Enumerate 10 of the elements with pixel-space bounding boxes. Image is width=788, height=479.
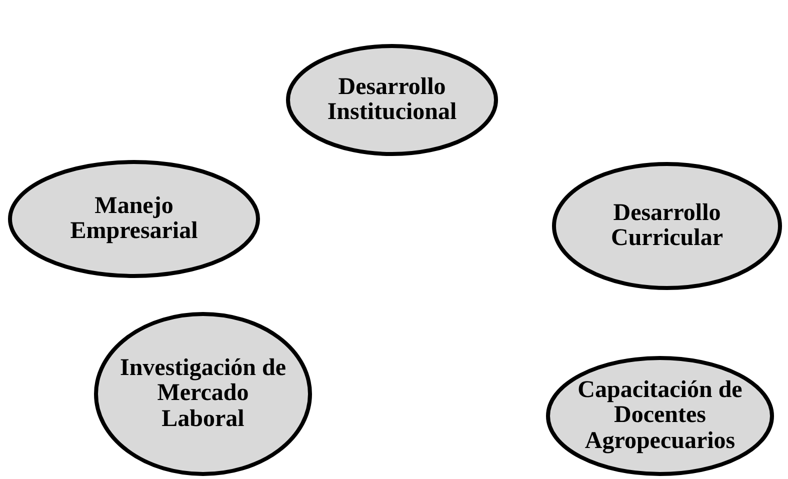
node-label: Manejo Empresarial: [69, 194, 199, 244]
node-label: Desarrollo Curricular: [610, 200, 724, 252]
ellipse-node: [94, 312, 312, 476]
ellipse-node: [8, 160, 260, 278]
ellipse-node: [286, 44, 498, 156]
node-label: Capacitación de Docentes Agropecuarios: [576, 378, 744, 454]
node-label: Investigación de Mercado Laboral: [118, 356, 287, 432]
ellipse-node: [552, 162, 782, 290]
ellipse-node: [546, 356, 774, 476]
node-label: Desarrollo Institucional: [326, 74, 458, 126]
